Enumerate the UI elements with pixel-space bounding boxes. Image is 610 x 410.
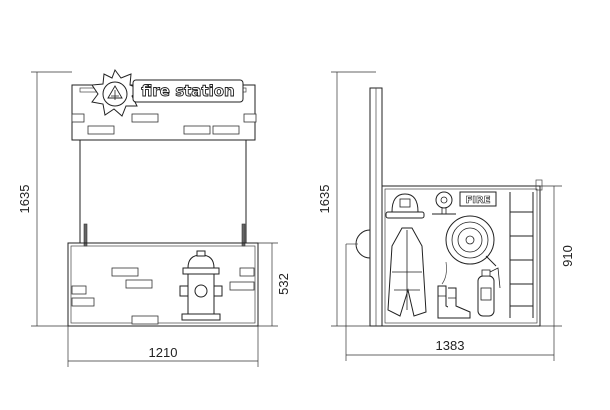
panel-brick <box>111 267 139 277</box>
front-height-label: 1635 <box>17 185 32 214</box>
side-width-label: 1383 <box>436 338 465 353</box>
side-view: FIRE <box>317 71 575 361</box>
panel-brick <box>239 267 255 277</box>
front-panel-height-label: 532 <box>276 273 291 295</box>
side-panel-inner <box>384 188 538 324</box>
sign-brick <box>131 113 159 123</box>
panel-brick <box>71 297 95 307</box>
sign-brick <box>243 113 257 123</box>
sign-board: fire station <box>71 68 257 141</box>
hose-line <box>441 261 447 285</box>
sign-brick <box>71 113 85 123</box>
front-width-dimension: 1210 <box>67 326 259 367</box>
sign-title: fire station <box>141 82 234 100</box>
fire-sign-plate <box>459 191 497 207</box>
counter-panel-inner <box>70 245 256 324</box>
front-view: fire station <box>17 68 291 367</box>
firefighter-jacket-icon <box>387 227 427 317</box>
sign-brick <box>87 125 115 135</box>
side-panel-height-dimension: 910 <box>540 185 575 327</box>
front-height-dimension: 1635 <box>17 71 72 327</box>
fire-extinguisher-icon <box>477 267 501 317</box>
panel-brick <box>131 315 159 325</box>
side-panel-height-label: 910 <box>560 245 575 267</box>
side-door-stop <box>355 229 371 259</box>
alarm-bell-icon <box>432 191 456 215</box>
boots-icon <box>437 285 471 319</box>
front-width-label: 1210 <box>149 345 178 360</box>
side-height-label: 1635 <box>317 185 332 214</box>
fire-sign-label: FIRE <box>465 195 490 206</box>
panel-brick <box>125 279 153 289</box>
panel-brick <box>229 281 255 291</box>
side-width-dimension: 1383 <box>345 244 555 361</box>
side-height-dimension: 1635 <box>317 71 376 327</box>
side-panel-cap <box>535 179 543 191</box>
fire-emblem-icon <box>91 68 141 117</box>
sign-title-plate <box>132 79 244 103</box>
sign-brick <box>183 125 211 135</box>
front-panel-height-dimension: 532 <box>258 242 291 327</box>
side-panel <box>381 185 541 327</box>
panel-bricks <box>71 267 255 325</box>
ladder-icon <box>509 192 534 318</box>
sign-brick <box>212 125 240 135</box>
counter-panel <box>67 242 259 327</box>
firefighter-helmet-icon <box>385 193 425 219</box>
panel-brick <box>71 285 87 295</box>
hose-reel-icon <box>445 215 497 267</box>
fire-hydrant-icon <box>179 250 223 321</box>
